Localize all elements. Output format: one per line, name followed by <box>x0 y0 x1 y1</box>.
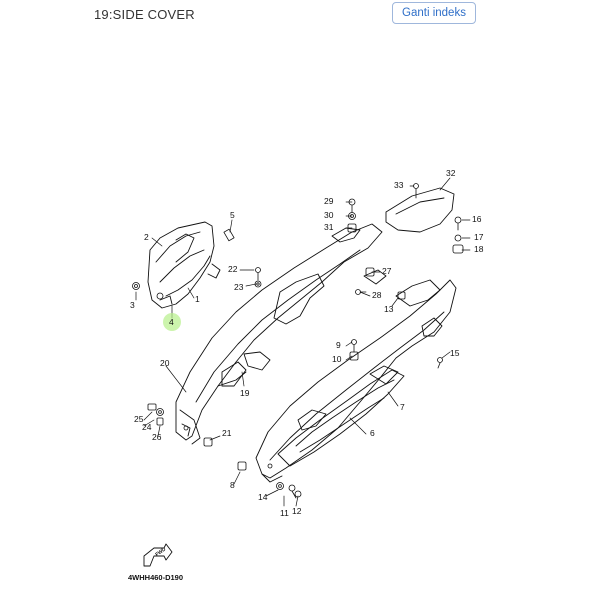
callout-11: 11 <box>280 508 289 518</box>
callout-21: 21 <box>222 428 232 438</box>
callout-19: 19 <box>240 388 250 398</box>
callout-25: 25 <box>134 414 144 424</box>
callout-6: 6 <box>370 428 375 438</box>
callout-1: 1 <box>195 294 200 304</box>
upper-cap-cover <box>385 187 455 233</box>
callout-29: 29 <box>324 196 334 206</box>
callout-22: 22 <box>228 264 238 274</box>
callout-24: 24 <box>142 422 152 432</box>
side-rail-cover <box>175 223 383 445</box>
callout-15: 15 <box>450 348 460 358</box>
part-code-label: 4WHH460-D190 <box>128 573 183 582</box>
callout-9: 9 <box>336 340 341 350</box>
callout-13: 13 <box>384 304 394 314</box>
front-side-cover-small <box>147 221 221 309</box>
change-index-button[interactable]: Ganti indeks <box>392 2 476 24</box>
callout-12: 12 <box>292 506 302 516</box>
callout-26: 26 <box>152 432 162 442</box>
forward-arrow-label: FWD <box>154 546 167 558</box>
callout-10: 10 <box>332 354 342 364</box>
callout-20: 20 <box>160 358 170 368</box>
callout-3: 3 <box>130 300 135 310</box>
callout-27: 27 <box>382 266 392 276</box>
fasteners <box>132 183 464 499</box>
callout-18: 18 <box>474 244 484 254</box>
callout-31: 31 <box>324 222 334 232</box>
callout-30: 30 <box>324 210 334 220</box>
callout-labels: 1 2 3 4 5 6 7 8 9 10 11 12 13 14 15 16 1… <box>130 168 484 518</box>
callout-8: 8 <box>230 480 235 490</box>
callout-28: 28 <box>372 290 382 300</box>
callout-14: 14 <box>258 492 268 502</box>
callout-5: 5 <box>230 210 235 220</box>
callout-17: 17 <box>474 232 484 242</box>
highlight-callout-4[interactable] <box>163 313 181 331</box>
main-side-cover <box>255 269 457 483</box>
callout-16: 16 <box>472 214 482 224</box>
forward-arrow-icon <box>143 543 173 567</box>
callout-32: 32 <box>446 168 456 178</box>
callout-4: 4 <box>169 317 174 327</box>
callout-leader-lines <box>135 177 471 507</box>
page-title: 19:SIDE COVER <box>94 7 195 22</box>
callout-2: 2 <box>144 232 149 242</box>
callout-7: 7 <box>400 402 405 412</box>
callout-23: 23 <box>234 282 244 292</box>
callout-33: 33 <box>394 180 404 190</box>
